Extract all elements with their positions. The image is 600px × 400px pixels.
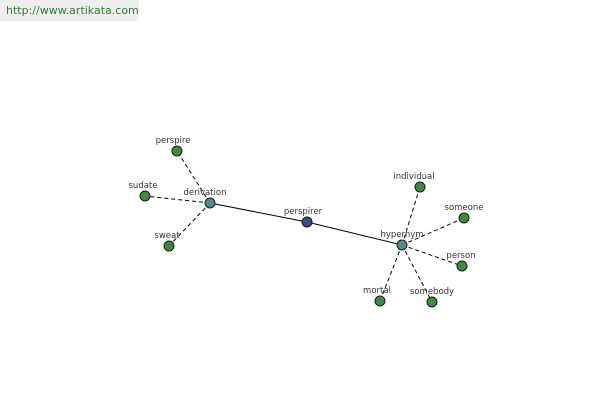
node-derivation[interactable] [204, 197, 216, 209]
node-label-sudate[interactable]: sudate [129, 181, 158, 191]
node-mortal[interactable] [374, 295, 386, 307]
source-url[interactable]: http://www.artikata.com [0, 0, 139, 21]
edge-derivation-perspire [176, 150, 211, 204]
node-someone[interactable] [458, 212, 470, 224]
edge-hypernym-someone [401, 217, 465, 246]
graph-edges [144, 150, 465, 303]
node-label-perspire[interactable]: perspire [156, 136, 191, 146]
edge-hypernym-mortal [379, 244, 403, 302]
edge-hypernym-person [401, 244, 463, 267]
node-label-mortal[interactable]: mortal [363, 286, 391, 296]
edge-perspirer-hypernym [306, 221, 403, 246]
node-label-someone[interactable]: someone [445, 203, 484, 213]
edge-derivation-sudate [144, 195, 211, 204]
node-label-somebody[interactable]: somebody [410, 287, 454, 297]
edge-hypernym-individual [401, 186, 421, 246]
node-label-sweat[interactable]: sweat [154, 231, 180, 241]
edge-perspirer-derivation [209, 202, 308, 223]
edge-hypernym-somebody [401, 244, 433, 303]
edge-derivation-sweat [168, 202, 211, 247]
node-person[interactable] [456, 260, 468, 272]
node-perspirer[interactable] [301, 216, 313, 228]
node-sudate[interactable] [139, 190, 151, 202]
node-somebody[interactable] [426, 296, 438, 308]
node-sweat[interactable] [163, 240, 175, 252]
node-individual[interactable] [414, 181, 426, 193]
node-label-hypernym[interactable]: hypernym [380, 230, 423, 240]
node-label-perspirer[interactable]: perspirer [284, 207, 323, 217]
node-hypernym[interactable] [396, 239, 408, 251]
graph-labels: perspire sudate sweat individual someone pers… [129, 136, 484, 297]
node-label-derivation[interactable]: derivation [183, 188, 226, 198]
graph-nodes [139, 145, 470, 308]
node-perspire[interactable] [171, 145, 183, 157]
node-label-individual[interactable]: individual [393, 172, 434, 182]
node-label-person[interactable]: person [446, 251, 475, 261]
